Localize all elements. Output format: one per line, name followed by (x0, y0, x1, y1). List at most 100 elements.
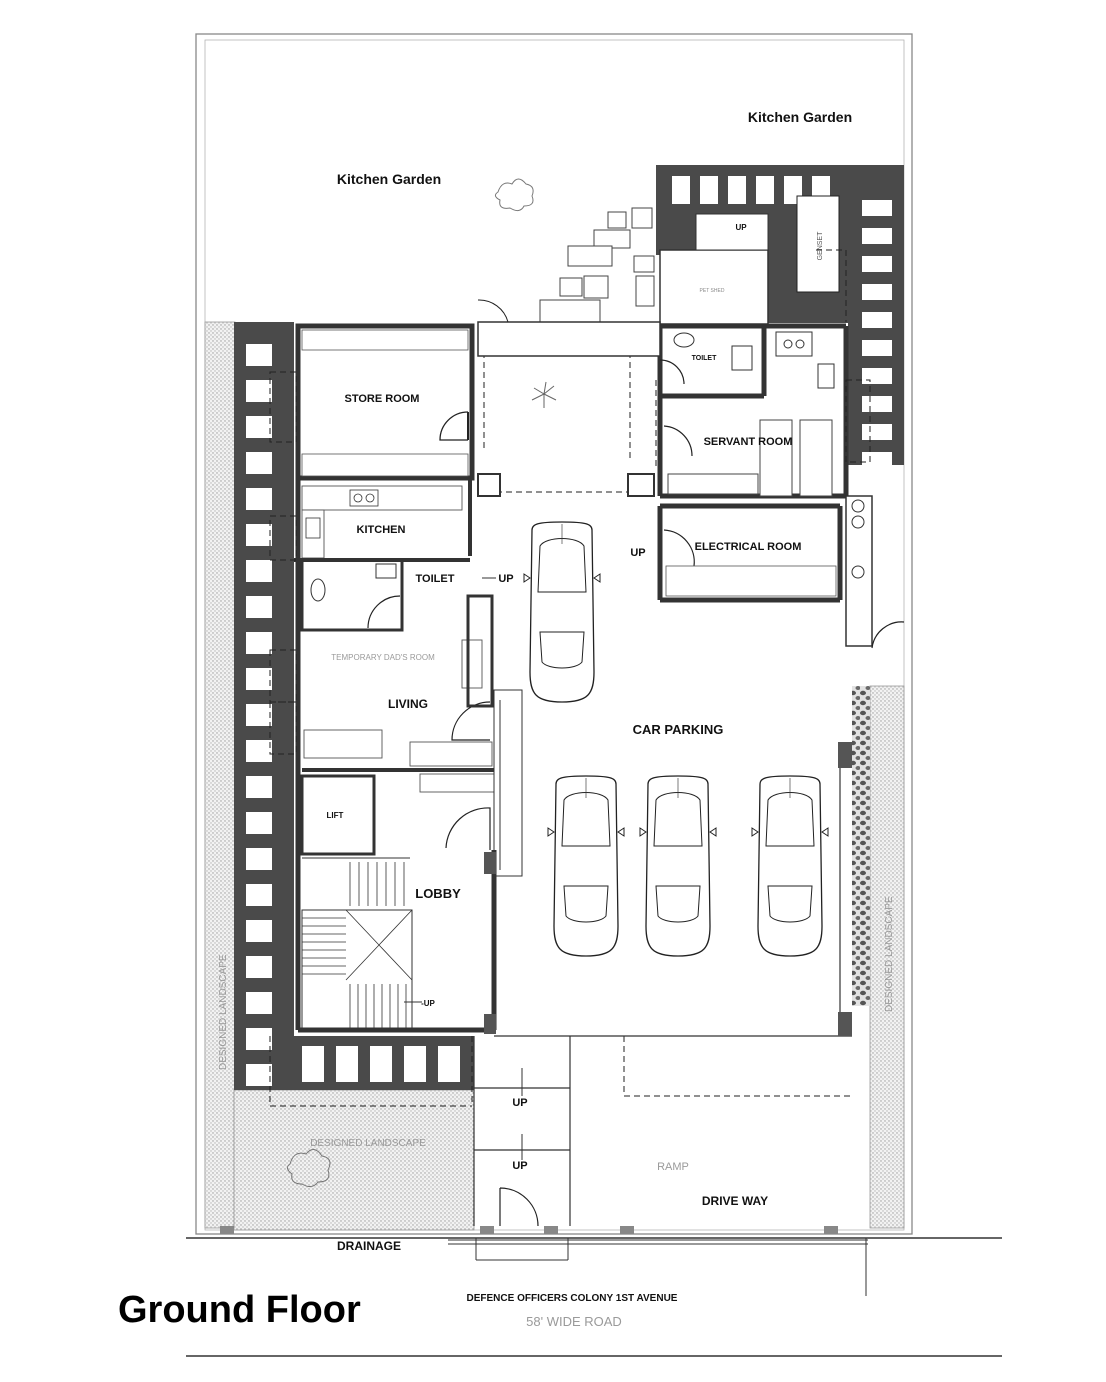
lift-shaft (300, 774, 376, 856)
tree-icon (286, 1149, 331, 1188)
up-marker-stair: -UP (421, 999, 435, 1008)
temporary-dads-room-label: TEMPORARY DAD'S ROOM (331, 653, 435, 662)
servant-toilet-door[interactable] (659, 359, 685, 385)
living-cabinet (419, 773, 495, 793)
wc-icon (310, 578, 326, 602)
up-marker-entry-2: UP (512, 1160, 527, 1172)
building-walls (295, 323, 497, 1033)
passage-top (477, 321, 661, 357)
tree-icon (494, 178, 534, 212)
stone-bed-right (852, 686, 870, 1006)
side-door[interactable] (871, 621, 905, 649)
electrical-room-door[interactable] (663, 529, 695, 567)
lobby-door[interactable] (445, 807, 491, 850)
pet-shed-label: PET SHED (700, 288, 725, 294)
ramp-label: RAMP (657, 1161, 689, 1173)
colonnade-bay (728, 176, 746, 204)
car-parking-label: CAR PARKING (633, 722, 724, 737)
servant-room-door[interactable] (663, 425, 693, 457)
colonnade-bay (302, 1046, 324, 1082)
colonnade-bay (246, 668, 272, 690)
servant-room-label: SERVANT ROOM (704, 436, 793, 448)
colonnade-bay (336, 1046, 358, 1082)
colonnade-bay (862, 200, 892, 216)
designed-landscape-bottom-label: DESIGNED LANDSCAPE (310, 1138, 426, 1149)
colonnade-bay (438, 1046, 460, 1082)
colonnade-bay (246, 1064, 272, 1086)
passage-door[interactable] (477, 299, 509, 323)
corridor-lines (493, 689, 523, 877)
colonnade-bay (862, 284, 892, 300)
colonnade-bay (862, 368, 892, 384)
servant-toilet-label: TOILET (692, 355, 717, 362)
colonnade-bay (672, 176, 690, 204)
car-icon (639, 775, 717, 957)
genset-label: GENSET (817, 231, 824, 261)
colonnade-bay (246, 416, 272, 438)
electrical-cabinet (665, 565, 837, 597)
colonnade-bay (862, 312, 892, 328)
kitchen-counter (301, 485, 463, 511)
colonnade-bay (246, 776, 272, 798)
living-sofa (461, 639, 483, 689)
pet-shed (659, 249, 769, 325)
colonnade-bay (246, 848, 272, 870)
road-name: DEFENCE OFFICERS COLONY 1ST AVENUE (467, 1293, 678, 1304)
top-colonnade-bays (672, 176, 830, 204)
store-room-door[interactable] (439, 411, 469, 441)
road-lines (186, 1237, 1002, 1357)
living-door[interactable] (451, 701, 491, 741)
left-colonnade-bays (246, 344, 272, 1086)
colonnade-bay (246, 560, 272, 582)
living-storage (409, 741, 493, 767)
living-partition (466, 594, 494, 708)
colonnade-bay (246, 380, 272, 402)
drainage-label: DRAINAGE (337, 1239, 401, 1253)
kitchen-label: KITCHEN (357, 524, 406, 536)
colonnade-bay (246, 884, 272, 906)
kitchen-counter-side (301, 509, 325, 559)
toilet-label: TOILET (416, 573, 455, 585)
servant-toilet-fixtures (673, 331, 835, 389)
colonnade-bay (246, 740, 272, 762)
colonnade-bay (246, 992, 272, 1014)
bottom-colonnade-bays (302, 1046, 460, 1082)
dashed-outlines (269, 249, 871, 1107)
colonnade-bay (246, 812, 272, 834)
boundary-posts (220, 1226, 838, 1234)
servant-beds (667, 419, 833, 497)
landscape-strip-left (204, 321, 236, 1229)
toilet-door[interactable] (367, 595, 401, 629)
designed-landscape-right-label: DESIGNED LANDSCAPE (884, 896, 895, 1012)
up-marker-electrical: UP (630, 547, 645, 559)
colonnade-bay (404, 1046, 426, 1082)
up-marker-entry-1: UP (512, 1097, 527, 1109)
colonnade-bay (246, 596, 272, 618)
palm-icon (531, 381, 557, 408)
landscape-bottom (233, 1089, 475, 1231)
parking-columns (484, 742, 852, 1036)
side-column (845, 495, 873, 647)
kitchen-garden-left-label: Kitchen Garden (337, 171, 441, 187)
gate-door[interactable] (499, 1187, 539, 1227)
electrical-room (657, 503, 843, 603)
lift-label: LIFT (327, 811, 344, 820)
living-label: LIVING (388, 697, 428, 711)
colonnade-bay (246, 920, 272, 942)
colonnade-bay (246, 488, 272, 510)
car-icon (547, 775, 625, 957)
car-icon (523, 521, 601, 703)
colonnade-bay (370, 1046, 392, 1082)
colonnade-bay (862, 228, 892, 244)
colonnade-bay (246, 632, 272, 654)
electrical-room-label: ELECTRICAL ROOM (695, 541, 802, 553)
colonnade-bay (246, 956, 272, 978)
store-room-shelf-2 (301, 453, 469, 477)
kitchen-sink-icon (305, 517, 321, 539)
colonnade-bay (862, 424, 892, 440)
basin-icon (375, 563, 397, 579)
landscape-strip-right (869, 685, 905, 1229)
store-room-label: STORE ROOM (345, 393, 420, 405)
kitchen-garden-right-label: Kitchen Garden (748, 109, 852, 125)
